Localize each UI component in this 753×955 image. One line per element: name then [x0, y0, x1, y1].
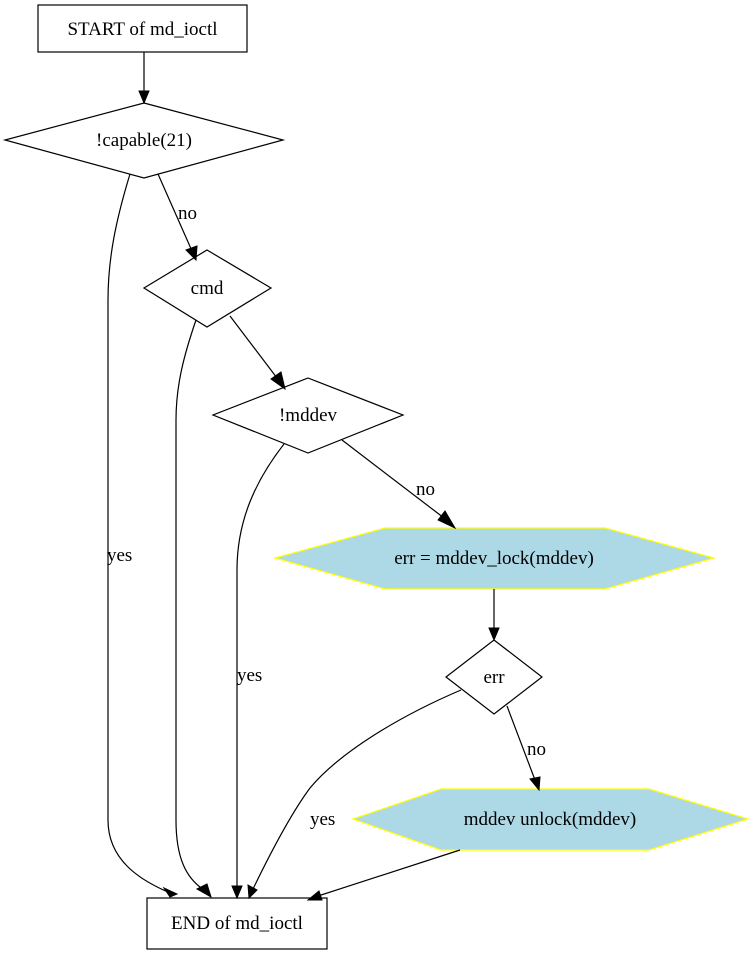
cmd-decision: cmd [142, 249, 273, 328]
edge-err-unlock: no [506, 705, 546, 792]
mddev-unlock-action: mddev unlock(mddev) [351, 788, 751, 851]
edge-mddev-end: yes [231, 443, 285, 900]
edge-unlock-end [306, 849, 461, 901]
start-node-label: START of md_ioctl [67, 19, 217, 40]
arrowhead [231, 885, 243, 900]
arrowhead [247, 884, 258, 900]
arrowhead [306, 890, 323, 901]
mddev-unlock-label: mddev unlock(mddev) [464, 809, 637, 830]
edge-cmd-end [175, 319, 212, 899]
mddev-lock-shape [272, 527, 717, 590]
capable-decision-label: !capable(21) [96, 130, 192, 151]
edge-start-capable [138, 52, 150, 105]
end-node: END of md_ioctl [146, 897, 328, 950]
edge-capable-end: yes [107, 173, 179, 898]
edge-capable-yes-label: yes [107, 545, 132, 566]
edge-capable-cmd: no [157, 173, 198, 262]
edge-err-no-label: no [527, 739, 546, 760]
arrowhead [488, 627, 500, 642]
mddev-unlock-shape [351, 788, 751, 851]
edge-lock-err [488, 589, 500, 642]
arrowhead [195, 883, 212, 899]
mddev-decision-label: !mddev [279, 405, 338, 426]
arrowhead [270, 371, 286, 391]
cmd-decision-label: cmd [191, 278, 224, 299]
arrowhead [162, 886, 179, 898]
err-decision-label: err [483, 667, 505, 688]
err-decision: err [445, 639, 543, 715]
edge-cmd-mddev [229, 315, 286, 391]
capable-decision: !capable(21) [2, 102, 286, 179]
edge-mddev-no-label: no [416, 479, 435, 500]
mddev-lock-label: err = mddev_lock(mddev) [394, 548, 594, 569]
arrowhead [138, 90, 150, 105]
edge-mddev-yes-label: yes [237, 665, 262, 686]
mddev-decision: !mddev [211, 377, 405, 454]
edge-err-end: yes [247, 689, 462, 900]
mddev-lock-action: err = mddev_lock(mddev) [272, 527, 717, 590]
end-node-label: END of md_ioctl [171, 913, 303, 934]
edge-err-yes-label: yes [310, 809, 335, 830]
edge-capable-no-label: no [178, 203, 197, 224]
arrowhead [529, 776, 541, 792]
start-node: START of md_ioctl [37, 4, 248, 53]
arrowhead [185, 245, 198, 262]
edge-mddev-lock: no [341, 439, 457, 530]
arrowhead [437, 510, 457, 530]
